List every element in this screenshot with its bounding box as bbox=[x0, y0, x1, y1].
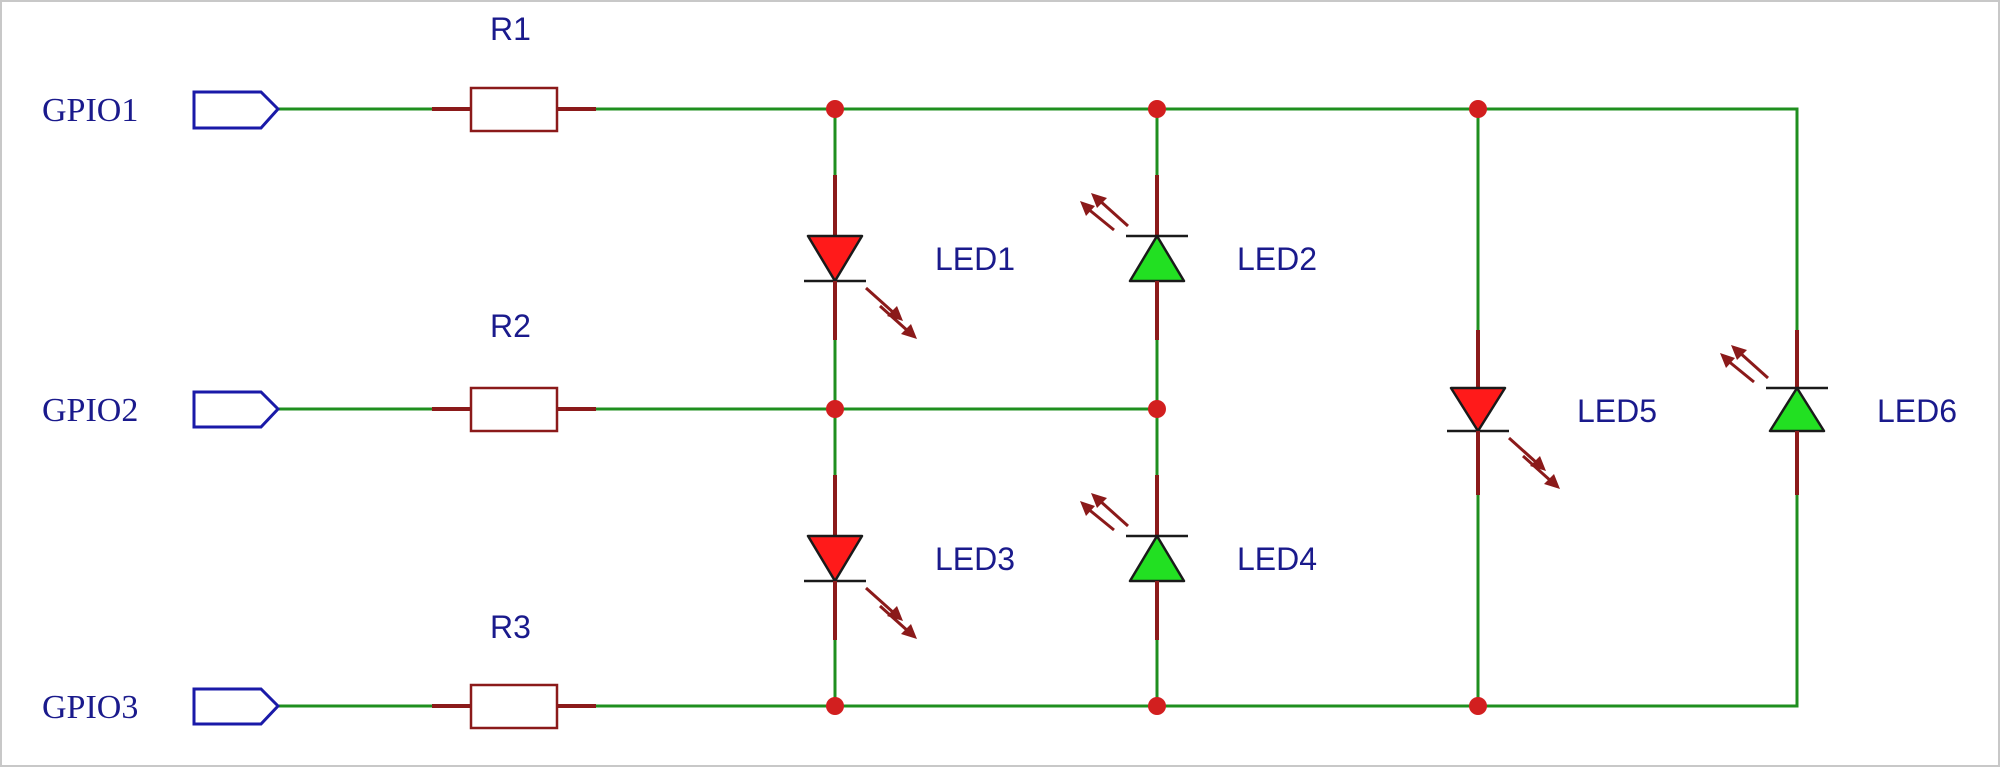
gpio2-port: GPIO2 bbox=[42, 390, 281, 429]
resistor-r3: R3 bbox=[432, 609, 596, 730]
led4-label: LED4 bbox=[1237, 541, 1317, 577]
gpio2-label: GPIO2 bbox=[42, 392, 138, 429]
gpio3-label: GPIO3 bbox=[42, 689, 138, 726]
led3-label: LED3 bbox=[935, 541, 1015, 577]
led1-triangle bbox=[806, 234, 864, 283]
led6: LED6 bbox=[1720, 330, 1957, 495]
led3: LED3 bbox=[804, 475, 1015, 640]
junction-dot bbox=[1469, 697, 1487, 715]
junction-dot bbox=[826, 100, 844, 118]
led5-emission-arrows-icon bbox=[1507, 436, 1560, 489]
r1-body bbox=[469, 86, 559, 133]
junction-dot bbox=[826, 697, 844, 715]
gpio1-port-symbol bbox=[192, 90, 281, 130]
led5-label: LED5 bbox=[1577, 393, 1657, 429]
r3-body bbox=[469, 683, 559, 730]
led2-emission-arrows-icon bbox=[1080, 193, 1130, 232]
led5-triangle bbox=[1449, 386, 1507, 433]
led1: LED1 bbox=[804, 175, 1015, 340]
led2-label: LED2 bbox=[1237, 241, 1317, 277]
led4: LED4 bbox=[1080, 475, 1317, 640]
resistor-r1: R1 bbox=[432, 11, 596, 133]
wires bbox=[276, 107, 1799, 708]
gpio3-port-symbol bbox=[192, 687, 281, 726]
junction-dot bbox=[1148, 400, 1166, 418]
led1-label: LED1 bbox=[935, 241, 1015, 277]
r2-body bbox=[469, 386, 559, 433]
junction-dot bbox=[1469, 100, 1487, 118]
led3-triangle bbox=[806, 534, 864, 583]
r1-label: R1 bbox=[490, 11, 531, 47]
led1-emission-arrows-icon bbox=[864, 286, 917, 339]
junctions bbox=[826, 100, 1487, 715]
gpio1-label: GPIO1 bbox=[42, 92, 138, 129]
r2-label: R2 bbox=[490, 308, 531, 344]
led2: LED2 bbox=[1080, 175, 1317, 340]
r3-label: R3 bbox=[490, 609, 531, 645]
led5: LED5 bbox=[1447, 330, 1657, 495]
led4-emission-arrows-icon bbox=[1080, 493, 1130, 532]
led3-emission-arrows-icon bbox=[864, 586, 917, 639]
junction-dot bbox=[826, 400, 844, 418]
resistor-r2: R2 bbox=[432, 308, 596, 433]
gpio3-port: GPIO3 bbox=[42, 687, 281, 726]
gpio1-port: GPIO1 bbox=[42, 90, 281, 130]
gpio2-port-symbol bbox=[192, 390, 281, 429]
led6-label: LED6 bbox=[1877, 393, 1957, 429]
junction-dot bbox=[1148, 697, 1166, 715]
led6-emission-arrows-icon bbox=[1720, 345, 1770, 384]
junction-dot bbox=[1148, 100, 1166, 118]
